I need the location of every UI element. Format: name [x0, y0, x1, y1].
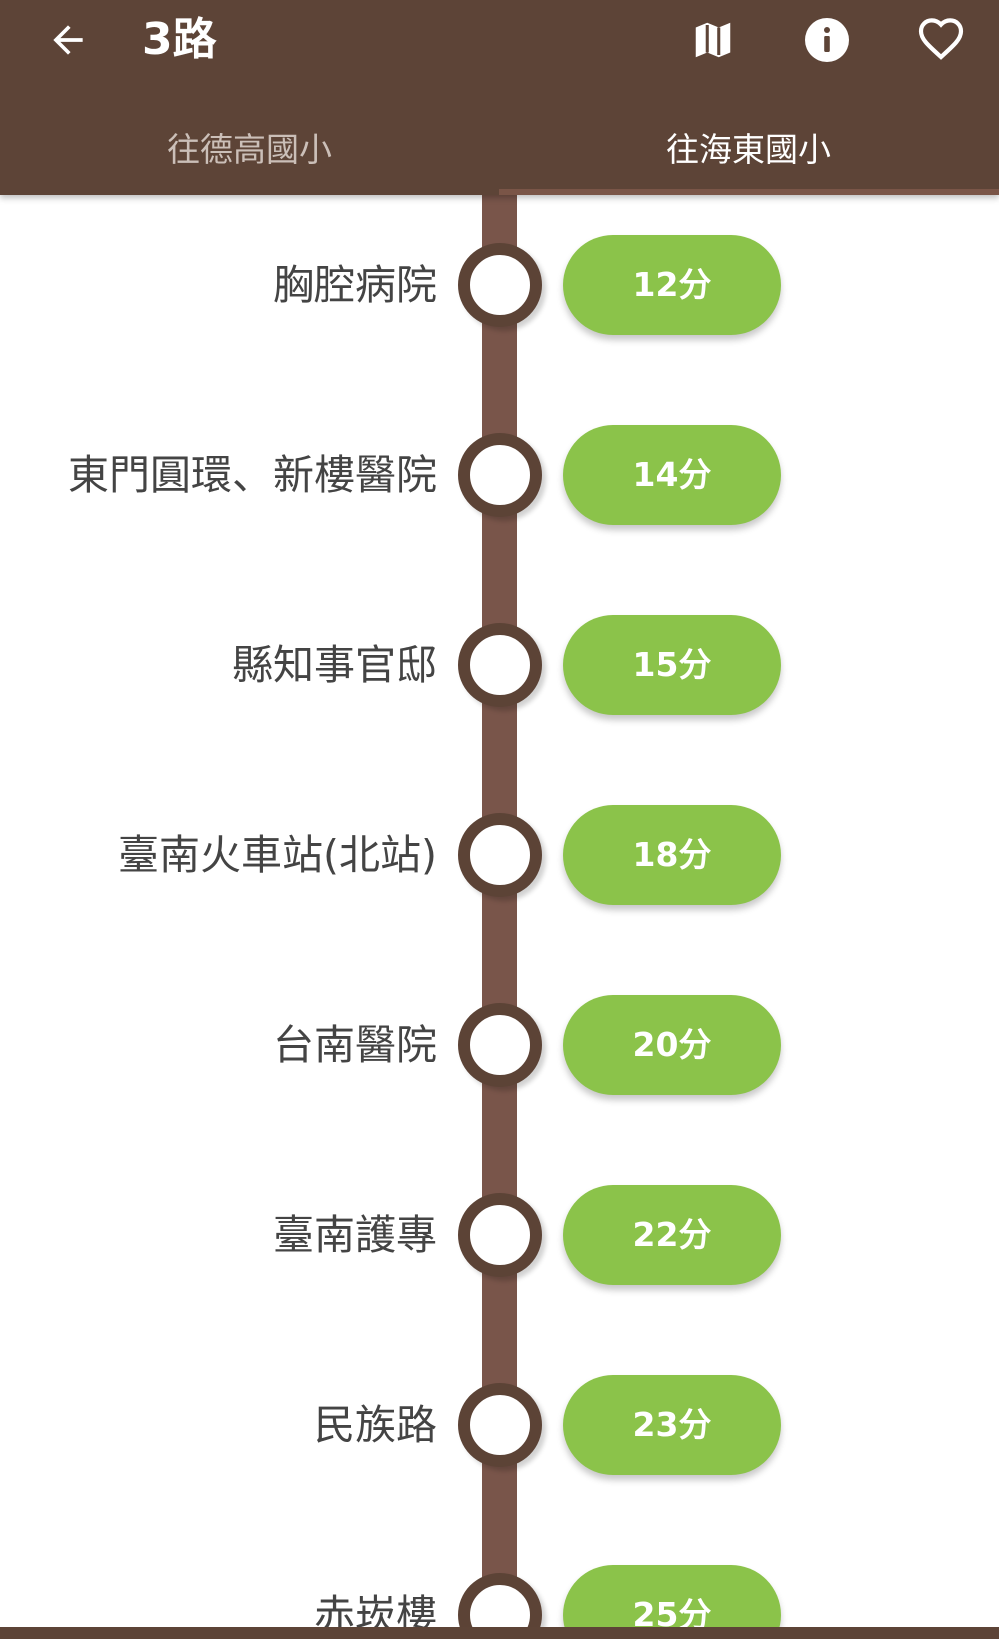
tab-indicator: [499, 189, 999, 195]
eta-badge: 18分: [563, 805, 781, 905]
stop-node-icon: [458, 623, 542, 707]
stop-node-icon: [458, 243, 542, 327]
bottom-edge-bar: [0, 1627, 999, 1639]
back-button[interactable]: [36, 8, 100, 72]
stop-name: 臺南護專: [273, 1211, 437, 1259]
stop-name: 東門圓環、新樓醫院: [68, 451, 437, 499]
stop-name: 臺南火車站(北站): [118, 831, 437, 879]
heart-outline-icon: [918, 18, 964, 60]
stop-name: 台南醫院: [273, 1021, 437, 1069]
eta-badge: 15分: [563, 615, 781, 715]
eta-badge: 12分: [563, 235, 781, 335]
stop-item[interactable]: 縣知事官邸 15分: [0, 615, 999, 715]
stop-item[interactable]: 臺南護專 22分: [0, 1185, 999, 1285]
stop-item[interactable]: 胸腔病院 12分: [0, 235, 999, 335]
favorite-button[interactable]: [909, 8, 973, 72]
arrow-back-icon: [53, 25, 83, 55]
eta-badge: 20分: [563, 995, 781, 1095]
page-title: 3路: [142, 14, 217, 65]
stop-name: 縣知事官邸: [232, 641, 437, 689]
app-bar: 3路 往德高國小 往海東國小: [0, 0, 999, 195]
tab-direction-2[interactable]: 往海東國小: [666, 130, 831, 169]
stop-node-icon: [458, 813, 542, 897]
map-icon: [695, 22, 731, 58]
info-button[interactable]: [795, 8, 859, 72]
stop-item[interactable]: 東門圓環、新樓醫院 14分: [0, 425, 999, 525]
stop-node-icon: [458, 1003, 542, 1087]
eta-badge: 23分: [563, 1375, 781, 1475]
route-stop-list[interactable]: 胸腔病院 12分 東門圓環、新樓醫院 14分 縣知事官邸 15分 臺南火車站(北…: [0, 195, 999, 1639]
stop-node-icon: [458, 433, 542, 517]
stop-node-icon: [458, 1193, 542, 1277]
map-button[interactable]: [681, 8, 745, 72]
eta-badge: 22分: [563, 1185, 781, 1285]
tab-direction-1[interactable]: 往德高國小: [167, 130, 332, 169]
stop-name: 胸腔病院: [273, 261, 437, 309]
info-icon: [805, 18, 849, 62]
eta-badge: 14分: [563, 425, 781, 525]
stop-node-icon: [458, 1383, 542, 1467]
stop-name: 民族路: [314, 1401, 437, 1449]
stop-item[interactable]: 民族路 23分: [0, 1375, 999, 1475]
stop-item[interactable]: 台南醫院 20分: [0, 995, 999, 1095]
stop-item[interactable]: 臺南火車站(北站) 18分: [0, 805, 999, 905]
